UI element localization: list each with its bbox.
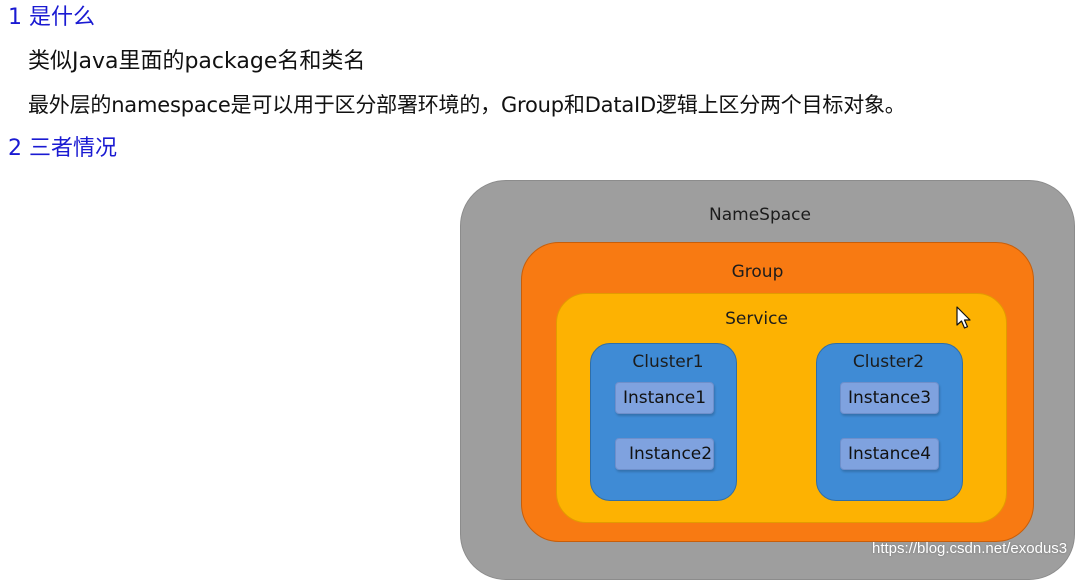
namespace-label: NameSpace xyxy=(709,205,811,225)
mouse-pointer-icon xyxy=(956,306,971,329)
section1-heading: 1 是什么 xyxy=(8,5,95,30)
cluster1-label: Cluster1 xyxy=(632,352,704,372)
cluster2-label: Cluster2 xyxy=(852,352,925,372)
instance2-box: Instance2 xyxy=(615,438,714,470)
instance4-box: Instance4 xyxy=(840,438,939,470)
instance3-box: Instance3 xyxy=(840,382,939,414)
watermark: https://blog.csdn.net/exodus3 xyxy=(872,540,1068,557)
section2-heading: 2 三者情况 xyxy=(8,136,117,161)
section1-line1: 类似Java里面的package名和类名 xyxy=(28,49,366,74)
group-label: Group xyxy=(731,262,784,282)
cluster2-box xyxy=(816,343,963,501)
cluster1-box xyxy=(590,343,737,501)
service-label: Service xyxy=(725,309,788,329)
section1-line2: 最外层的namespace是可以用于区分部署环境的，Group和DataID逻辑… xyxy=(28,93,906,117)
instance1-box: Instance1 xyxy=(615,382,714,414)
